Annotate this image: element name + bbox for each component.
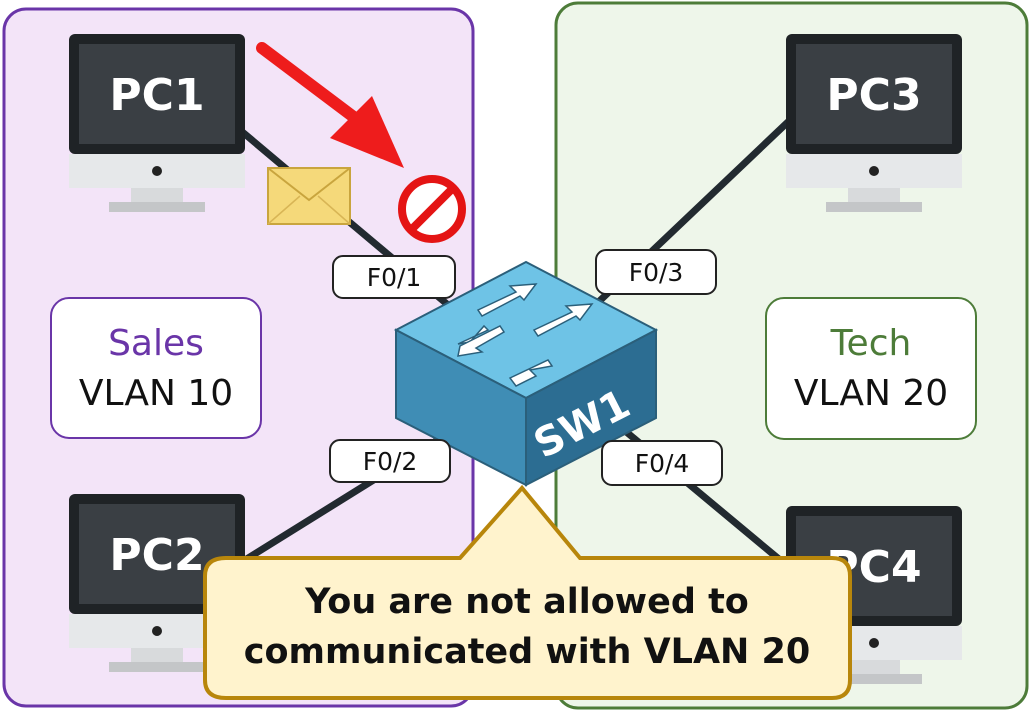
envelope-icon bbox=[267, 167, 351, 225]
no-entry-icon bbox=[398, 175, 466, 243]
pc2-monitor-icon: PC2 bbox=[69, 494, 245, 672]
pc3-label: PC3 bbox=[826, 70, 921, 121]
port-label-f04: F0/4 bbox=[601, 440, 723, 486]
port-label-f01: F0/1 bbox=[332, 255, 456, 299]
sales-vlan: VLAN 10 bbox=[79, 373, 233, 414]
sales-label-box: Sales VLAN 10 bbox=[50, 297, 262, 439]
callout-bubble: You are not allowed to communicated with… bbox=[203, 484, 852, 700]
callout-line2: communicated with VLAN 20 bbox=[244, 632, 810, 672]
tech-name: Tech bbox=[830, 323, 912, 364]
port-f01-text: F0/1 bbox=[367, 263, 422, 292]
red-arrow-icon bbox=[256, 42, 404, 168]
port-f03-text: F0/3 bbox=[629, 258, 684, 287]
callout-line1: You are not allowed to bbox=[304, 582, 749, 622]
pc1-monitor-icon: PC1 bbox=[69, 34, 245, 212]
port-f02-text: F0/2 bbox=[363, 447, 418, 476]
pc3-monitor-icon: PC3 bbox=[786, 34, 962, 212]
sales-name: Sales bbox=[108, 323, 204, 364]
port-label-f03: F0/3 bbox=[595, 249, 717, 295]
port-f04-text: F0/4 bbox=[635, 449, 690, 478]
pc2-label: PC2 bbox=[109, 530, 204, 581]
pc1-label: PC1 bbox=[109, 70, 204, 121]
port-label-f02: F0/2 bbox=[329, 439, 451, 483]
tech-label-box: Tech VLAN 20 bbox=[765, 297, 977, 440]
tech-vlan: VLAN 20 bbox=[794, 373, 948, 414]
